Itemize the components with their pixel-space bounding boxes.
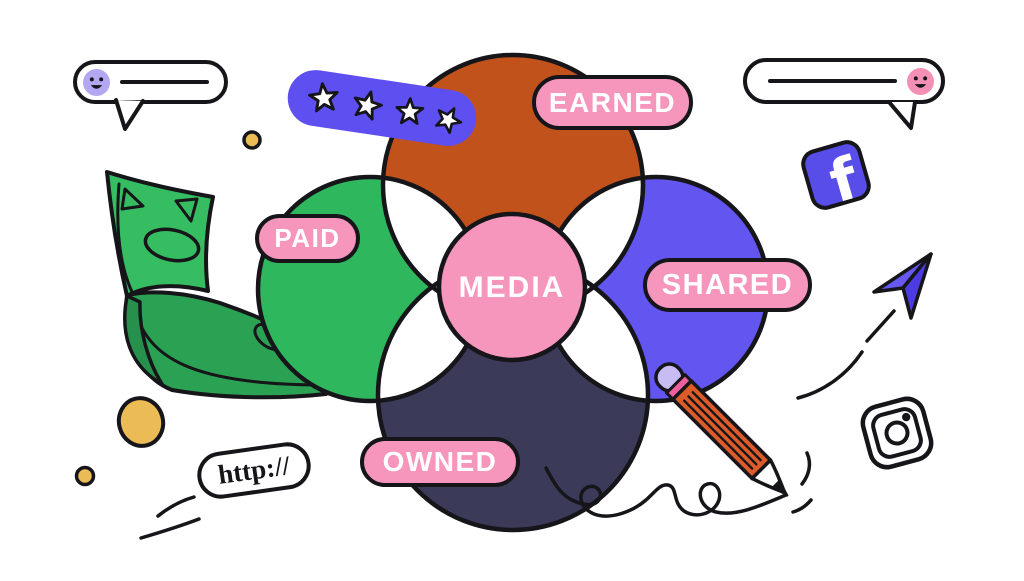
speech-bubble-right [743,58,945,104]
yellow-dot-top [242,130,262,150]
star-icon [308,82,339,113]
instagram-icon [860,396,934,470]
facebook-icon: f [801,140,871,211]
yellow-dot-large [116,396,166,448]
speech-bubble-tail [887,101,917,130]
smiley-face-icon [83,68,110,96]
bubble-text-line [120,80,209,84]
star-rating-icon [283,66,481,150]
speech-bubble-left [73,60,228,104]
yellow-dots [74,130,262,487]
label-shared: SHARED [643,258,812,312]
smiley-face-icon [907,67,934,95]
yellow-dot-small [74,465,96,487]
star-rating-stars [308,82,463,135]
venn-center-circle [436,211,588,363]
label-owned: OWNED [360,437,520,487]
star-icon [434,107,463,135]
paper-plane-icon [796,252,933,400]
label-paid: PAID [255,214,360,263]
pencil-icon [654,362,789,497]
scribble-icon [544,451,813,518]
label-earned: EARNED [532,75,693,130]
label-media: MEDIA [458,271,566,304]
speech-bubble-tail [114,98,145,131]
star-icon [395,97,425,125]
swoosh-lines [139,495,201,540]
star-icon [353,90,383,121]
bubble-text-line [768,79,897,83]
money-icon [105,170,332,400]
